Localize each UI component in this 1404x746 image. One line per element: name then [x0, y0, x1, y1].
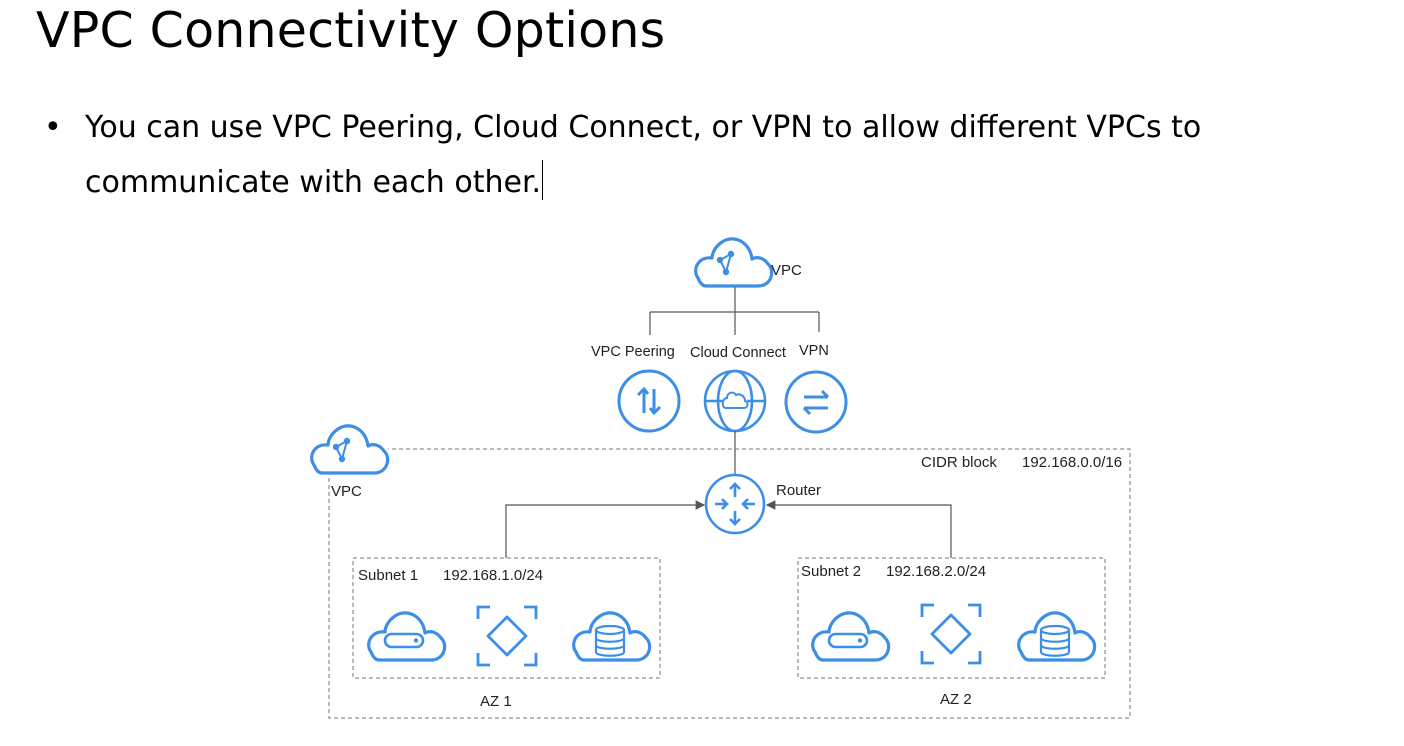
cloud-connect-icon — [703, 369, 767, 433]
subnet-2-cidr: 192.168.2.0/24 — [886, 563, 986, 580]
subnet-2-boundary — [797, 557, 1106, 679]
subnet-2-label: Subnet 2 — [801, 563, 861, 580]
cidr-block-label: CIDR block — [921, 454, 997, 471]
router-icon — [704, 473, 766, 535]
subnet-router-links — [505, 500, 952, 558]
bullet-marker: • — [44, 110, 62, 145]
connector-tree — [649, 287, 820, 335]
load-balancer-icon — [476, 605, 538, 667]
slide-title: VPC Connectivity Options — [36, 2, 666, 59]
subnet-1-label: Subnet 1 — [358, 567, 418, 584]
router-label: Router — [776, 482, 821, 499]
cidr-block-value: 192.168.0.0/16 — [1022, 454, 1122, 471]
vpc-peering-icon — [617, 369, 681, 433]
vpc-boundary — [328, 448, 1131, 719]
vpc-label: VPC — [331, 483, 362, 500]
bullet-text-content: You can use VPC Peering, Cloud Connect, … — [85, 110, 1202, 200]
cloud-connect-label: Cloud Connect — [690, 345, 786, 361]
vpn-icon — [784, 370, 848, 434]
top-vpc-cloud-icon — [694, 237, 774, 288]
database-cloud-icon — [572, 611, 652, 662]
bullet-text: You can use VPC Peering, Cloud Connect, … — [85, 100, 1245, 210]
vpc-cloud-icon — [308, 419, 390, 477]
az-1-label: AZ 1 — [480, 693, 512, 710]
ecs-cloud-icon — [811, 611, 891, 662]
az-2-label: AZ 2 — [940, 691, 972, 708]
load-balancer-icon — [920, 603, 982, 665]
text-cursor — [542, 160, 544, 200]
vpc-peering-label: VPC Peering — [591, 344, 675, 360]
vpn-label: VPN — [799, 343, 829, 359]
database-cloud-icon — [1017, 611, 1097, 662]
subnet-1-cidr: 192.168.1.0/24 — [443, 567, 543, 584]
ecs-cloud-icon — [367, 611, 447, 662]
top-vpc-label: VPC — [771, 262, 802, 279]
